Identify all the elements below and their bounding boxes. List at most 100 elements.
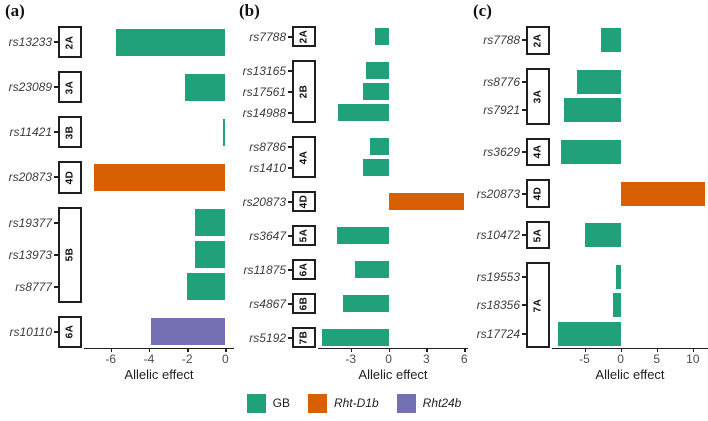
- x-axis-tick: [464, 349, 466, 352]
- marker-row-label: rs11421: [0, 116, 58, 148]
- allelic-effect-bar: [222, 118, 226, 146]
- bar-area: [84, 207, 234, 303]
- marker-row-label: rs20873: [0, 161, 58, 193]
- legend-label: GB: [272, 396, 290, 410]
- chromosome-label: 2A: [298, 29, 310, 44]
- marker-label-column: rs11421: [0, 116, 58, 148]
- marker-name: rs20873: [8, 170, 52, 185]
- x-axis-tick-label: 0: [385, 352, 392, 366]
- x-axis-tick: [388, 349, 391, 352]
- chromosome-label: 2B: [298, 84, 310, 99]
- bar-row: [84, 271, 234, 303]
- bar-area: [84, 71, 234, 103]
- facet-group-4D: rs20873 4D: [0, 161, 234, 194]
- x-axis-tick-label: -3: [345, 352, 357, 366]
- facet-group-3B: rs11421 3B: [0, 116, 234, 149]
- chromosome-label: 2A: [532, 33, 544, 48]
- x-axis-tick: [656, 349, 659, 352]
- chromosome-strip-box: 6A: [58, 315, 82, 348]
- chromosome-strip-box: 4D: [58, 161, 82, 194]
- bar-area: [318, 191, 468, 212]
- marker-name: rs17724: [476, 326, 520, 341]
- allelic-effect-bar: [369, 137, 389, 156]
- chromosome-strip-box: 4A: [526, 137, 550, 167]
- y-axis-tick: [288, 166, 292, 169]
- marker-row-label: rs19377: [0, 207, 58, 239]
- chromosome-label: 4D: [64, 170, 76, 185]
- bar-row: [318, 157, 468, 178]
- x-axis-tick-label: 3: [423, 352, 430, 366]
- bar-row: [552, 291, 708, 320]
- legend-item-GB: GB: [246, 393, 290, 413]
- chromosome-strip-box: 5B: [58, 206, 82, 303]
- axis-spacer: [468, 367, 552, 385]
- marker-name: rs3647: [249, 228, 286, 243]
- x-axis-title: Allelic effect: [358, 367, 428, 382]
- allelic-effect-bar: [116, 28, 226, 56]
- bar-area: [318, 136, 468, 178]
- marker-row-label: rs18356: [468, 291, 526, 320]
- chromosome-label: 3B: [64, 125, 76, 140]
- chromosome-label: 4D: [298, 194, 310, 209]
- marker-label-column: rs11875: [234, 259, 292, 280]
- marker-name: rs1410: [249, 160, 286, 175]
- x-axis-tick: [584, 349, 586, 352]
- marker-row-label: rs8786: [234, 136, 292, 157]
- chromosome-label: 7B: [298, 330, 310, 345]
- marker-label-column: rs20873: [0, 161, 58, 193]
- y-axis-tick: [522, 275, 526, 278]
- y-axis-tick: [522, 332, 526, 335]
- y-axis-tick: [54, 285, 58, 288]
- panel-label: (b): [239, 1, 260, 20]
- marker-label-column: rs5192: [234, 327, 292, 348]
- bar-row: [84, 316, 234, 348]
- allelic-effect-bar: [585, 223, 621, 248]
- bar-area: [318, 259, 468, 280]
- bar-row: [318, 225, 468, 246]
- chromosome-label: 7A: [532, 298, 544, 313]
- y-axis-tick: [54, 330, 58, 333]
- marker-row-label: rs19553: [468, 262, 526, 291]
- bar-row: [552, 319, 708, 348]
- allelic-effect-bar: [577, 69, 621, 94]
- bar-row: [552, 26, 708, 55]
- marker-label-column: rs23089: [0, 71, 58, 103]
- marker-row-label: rs10472: [468, 221, 526, 250]
- y-axis-tick: [54, 176, 58, 179]
- x-axis-title: Allelic effect: [124, 367, 194, 382]
- x-axis-tick-label: 0: [222, 352, 229, 366]
- x-axis-tick: [692, 349, 695, 352]
- chromosome-strip-box: 7B: [292, 327, 316, 348]
- y-axis-tick: [288, 145, 292, 148]
- y-axis-tick: [288, 302, 292, 305]
- bar-area: [318, 60, 468, 123]
- bar-row: [552, 221, 708, 250]
- chromosome-label: 4A: [532, 145, 544, 159]
- marker-row-label: rs13973: [0, 239, 58, 271]
- panel-label: (a): [5, 1, 25, 20]
- allelic-effect-bar: [601, 28, 621, 53]
- bar-area: [552, 26, 708, 55]
- legend-swatch: [246, 393, 266, 413]
- marker-name: rs7788: [249, 29, 286, 44]
- marker-row-label: rs5192: [234, 327, 292, 348]
- chromosome-strip-box: 2A: [292, 26, 316, 47]
- marker-row-label: rs8777: [0, 271, 58, 303]
- chromosome-strip-box: 2A: [526, 26, 550, 55]
- allelic-effect-bar: [343, 294, 389, 313]
- marker-name: rs10472: [476, 228, 520, 243]
- marker-row-label: rs4867: [234, 293, 292, 314]
